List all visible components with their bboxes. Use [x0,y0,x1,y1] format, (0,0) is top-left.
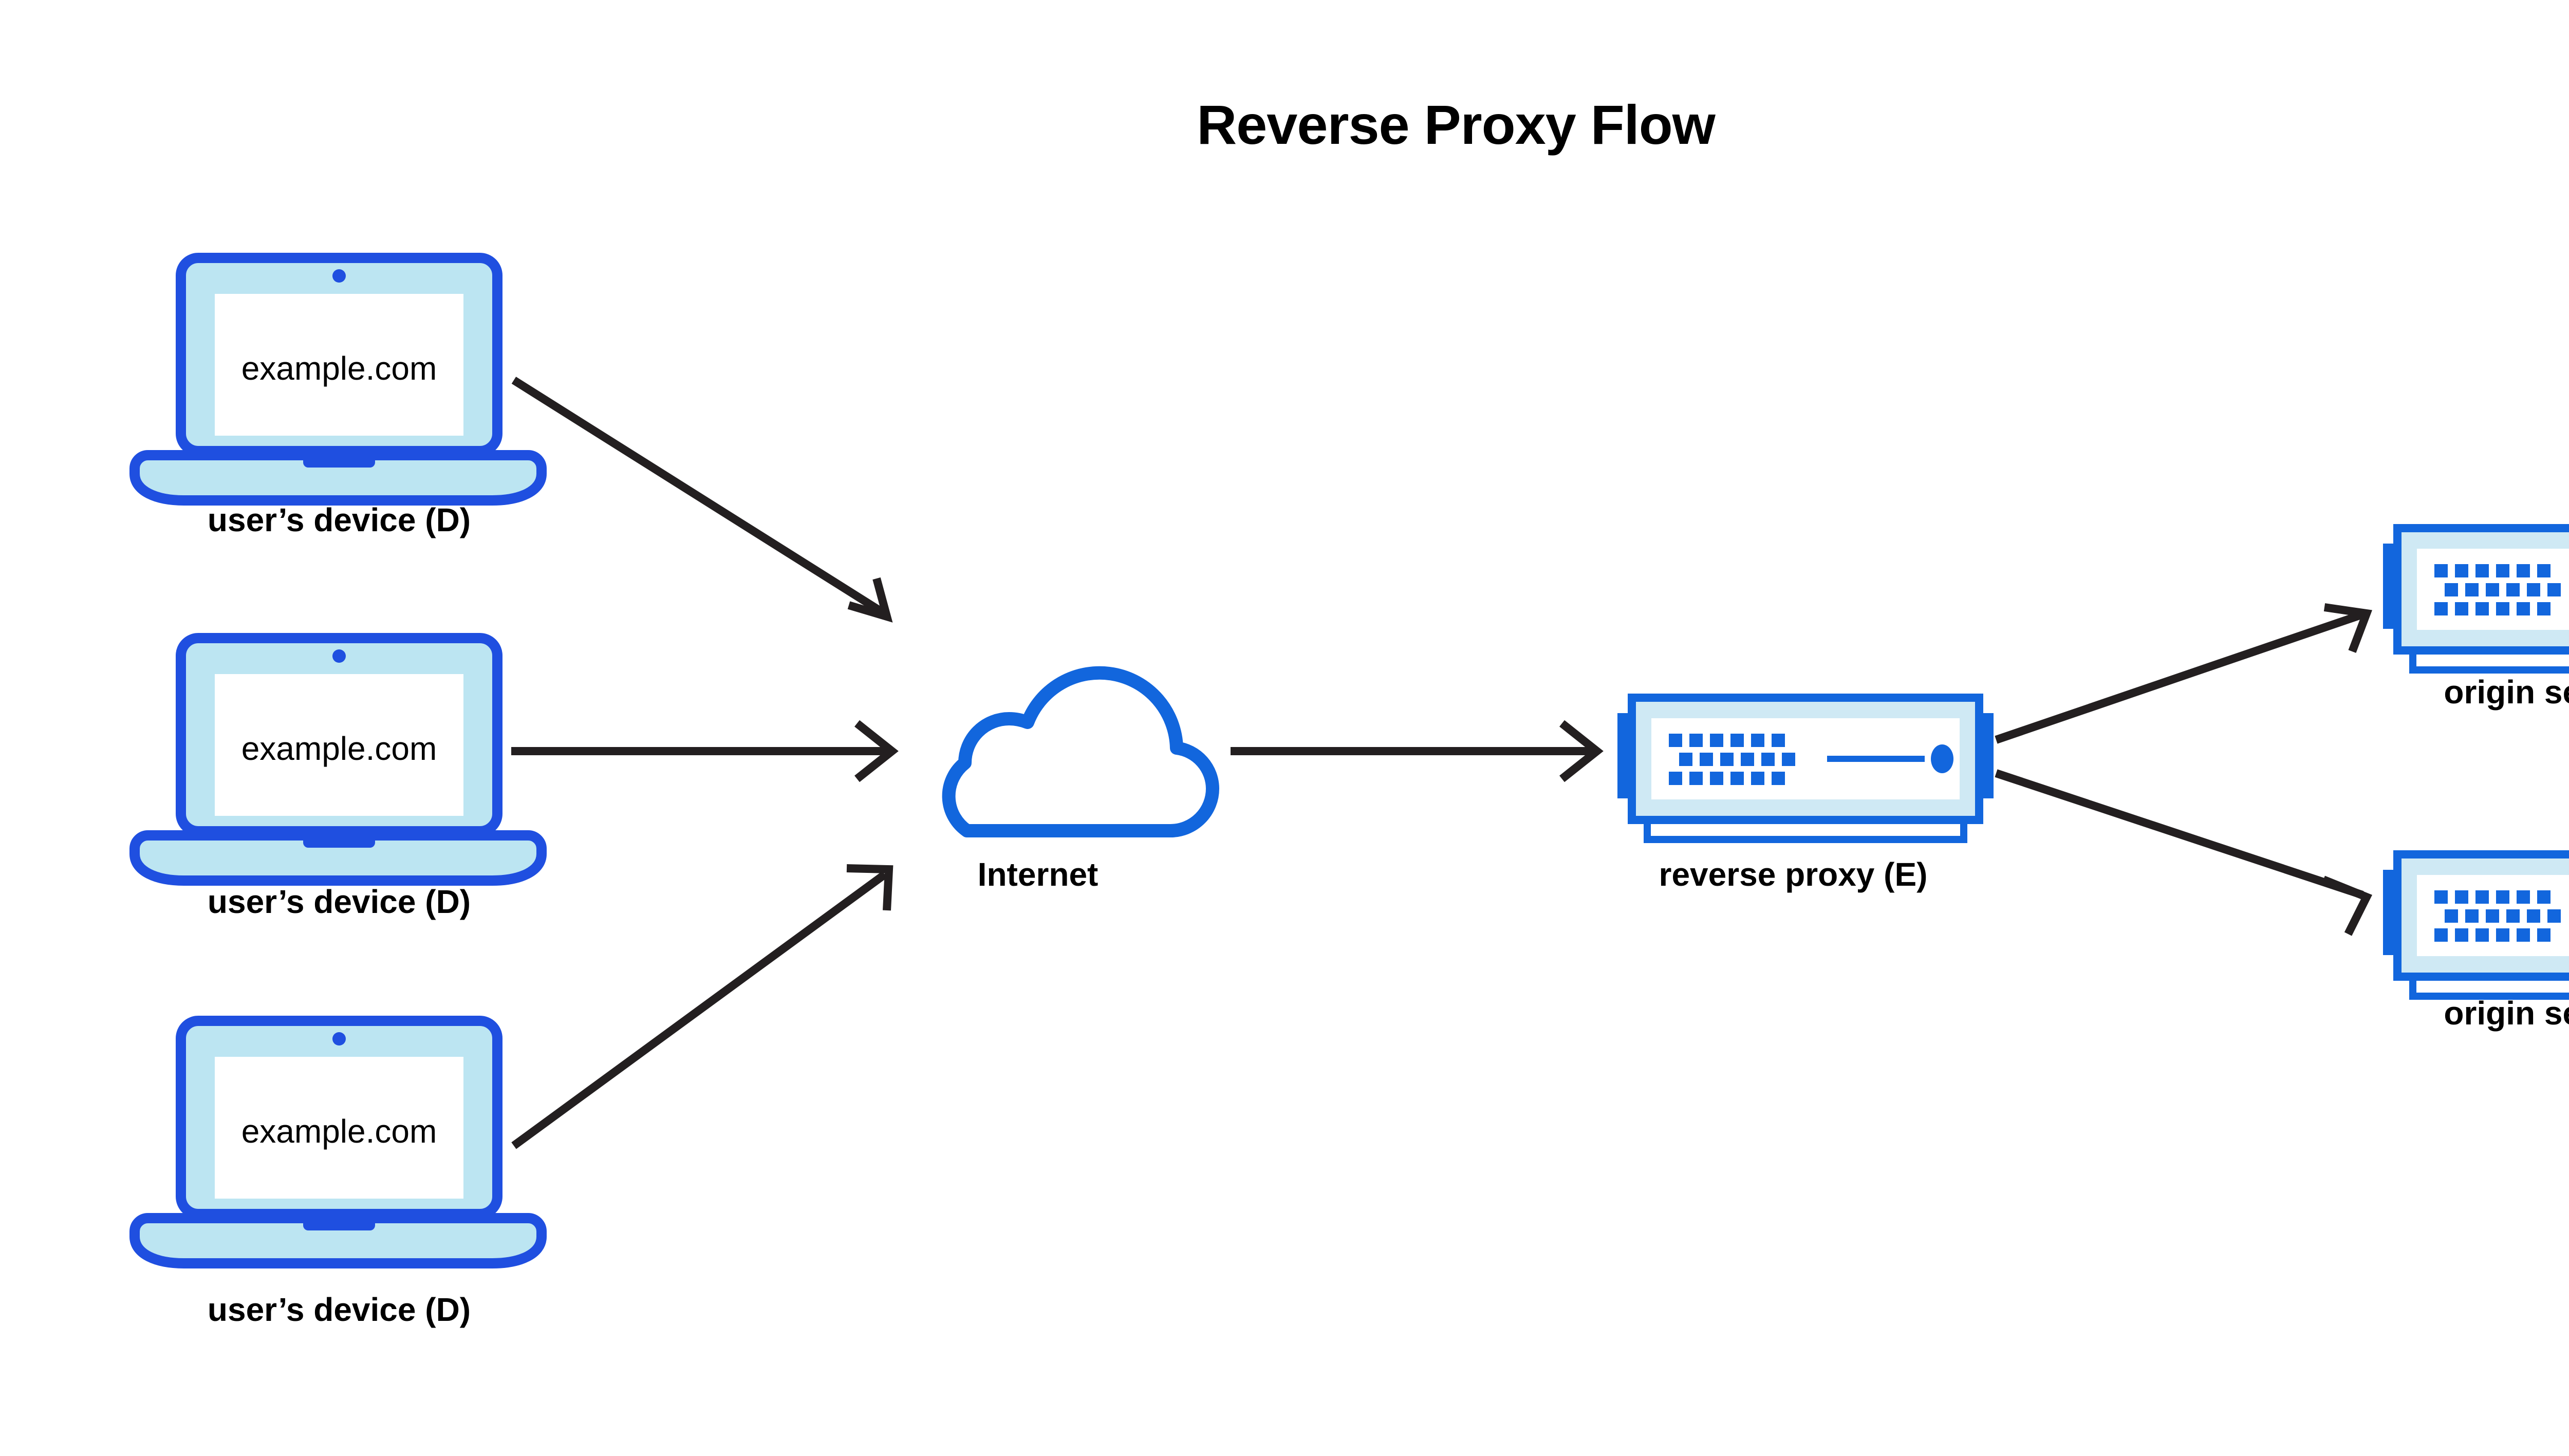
label-internet: Internet [977,856,1099,893]
arrow-proxy-to-origin2 [1995,769,2373,936]
server-icon-reverse-proxy [1617,698,1994,839]
label-origin-2: origin server (F) [2444,995,2569,1032]
laptop-screen-text-3: example.com [241,1113,437,1150]
page-title: Reverse Proxy Flow [1197,94,1715,156]
arrow-proxy-to-origin1 [1995,603,2373,744]
label-client-2: user’s device (D) [207,883,471,920]
arrow-client2-to-internet [511,720,899,782]
arrow-client3-to-internet [511,864,893,1149]
laptop-screen-text-1: example.com [241,350,437,387]
server-icon-origin-2 [2383,854,2569,996]
label-client-1: user’s device (D) [207,501,471,538]
label-origin-1: origin server (F) [2444,674,2569,711]
arrow-client1-to-internet [511,377,893,623]
label-reverse-proxy: reverse proxy (E) [1659,856,1928,893]
server-icon-origin-1 [2383,528,2569,670]
laptop-screen-text-2: example.com [241,730,437,767]
cloud-icon-internet [949,673,1213,831]
label-client-3: user’s device (D) [207,1291,471,1328]
arrow-internet-to-proxy [1231,720,1604,782]
